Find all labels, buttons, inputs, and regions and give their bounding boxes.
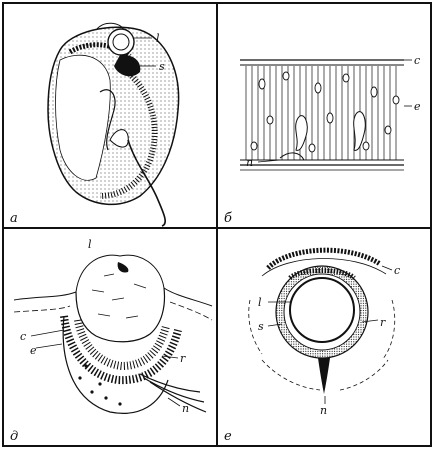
label-d-r: r <box>180 352 186 365</box>
tissue-section-illustration <box>240 59 404 171</box>
leader-e-c <box>381 265 393 271</box>
label-b-e: e <box>414 100 421 113</box>
label-e-c: c <box>394 264 400 277</box>
panel-b: c e n б <box>224 54 421 226</box>
label-e-l: l <box>258 296 262 309</box>
leader-e-r <box>361 319 379 323</box>
label-d-c: c <box>20 330 26 343</box>
leader-d-r <box>161 355 179 359</box>
label-b-n: n <box>246 156 253 169</box>
label-a-s: s <box>159 60 165 73</box>
panel-letter-d: д <box>10 429 18 444</box>
leader-d-e <box>35 343 63 349</box>
label-e-n: n <box>320 404 327 417</box>
panel-a: l s а <box>10 22 180 227</box>
label-a-l: l <box>156 32 160 45</box>
panel-letter-a: а <box>10 211 18 226</box>
vesicular-eye-illustration <box>248 247 396 394</box>
label-d-n: n <box>182 402 189 415</box>
panel-d: l c e r n д <box>10 238 213 444</box>
panel-letter-e: е <box>224 429 232 444</box>
label-e-s: s <box>258 320 264 333</box>
panel-letter-b: б <box>224 211 232 226</box>
label-d-l: l <box>88 238 92 251</box>
leader-e-s <box>267 323 283 327</box>
leader-b-n <box>257 159 281 163</box>
leader-d-n <box>167 397 181 407</box>
label-e-r: r <box>380 316 386 329</box>
panel-e: c l s r n е <box>224 247 400 444</box>
label-d-e: e <box>30 344 37 357</box>
euglena-illustration <box>47 22 180 227</box>
leader-d-c <box>30 329 65 337</box>
label-b-c: c <box>414 54 420 67</box>
eye-cup-illustration <box>13 254 213 414</box>
